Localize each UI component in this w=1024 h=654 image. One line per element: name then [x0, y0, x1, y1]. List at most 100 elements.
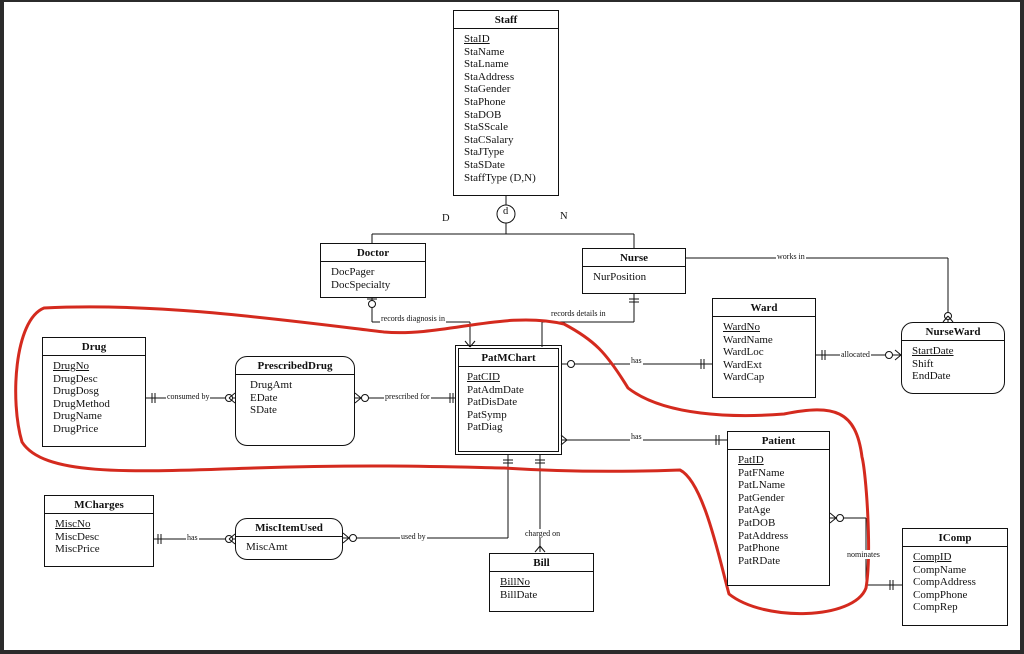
- attr-primary-key: StartDate: [912, 345, 954, 357]
- attr: StaLname: [464, 58, 509, 71]
- attr: PatSymp: [467, 408, 507, 421]
- attr: PatDOB: [738, 516, 776, 529]
- entity-doctor[interactable]: Doctor DocPager DocSpecialty: [320, 243, 426, 298]
- attr: CompName: [913, 563, 967, 576]
- rel-label-records-details-in: records details in: [550, 309, 607, 318]
- attr: PatRDate: [738, 554, 781, 567]
- attr: PatPhone: [738, 542, 780, 555]
- attr: StaJType: [464, 146, 505, 159]
- entity-staff[interactable]: Staff StaID StaName StaLname StaAddress …: [453, 10, 559, 196]
- entity-title: PrescribedDrug: [236, 357, 354, 375]
- rel-label-works-in: works in: [776, 252, 806, 261]
- attr: DrugPrice: [53, 422, 99, 435]
- attr: MiscDesc: [55, 530, 99, 543]
- attr: PatAge: [738, 504, 771, 517]
- specialization-symbol: d: [503, 206, 509, 217]
- rel-label-has-ward: has: [630, 356, 643, 365]
- attr: EDate: [250, 391, 278, 404]
- attr-primary-key: BillNo: [500, 576, 530, 588]
- attr: DrugMethod: [53, 397, 110, 410]
- entity-title: MCharges: [45, 496, 153, 514]
- entity-patmchart[interactable]: PatMChart PatCID PatAdmDate PatDisDate P…: [455, 345, 562, 455]
- attr-primary-key: MiscNo: [55, 518, 91, 530]
- entity-ward[interactable]: Ward WardNo WardName WardLoc WardExt War…: [712, 298, 816, 398]
- attr: Shift: [912, 357, 934, 370]
- rel-label-records-diagnosis-in: records diagnosis in: [380, 314, 446, 323]
- entity-nurse[interactable]: Nurse NurPosition: [582, 248, 686, 294]
- attr-primary-key: PatID: [738, 454, 764, 466]
- entity-bill[interactable]: Bill BillNo BillDate: [489, 553, 594, 612]
- attr: PatFName: [738, 466, 785, 479]
- specialization-label-d: D: [442, 213, 450, 224]
- attr: MiscPrice: [55, 543, 100, 556]
- attr: WardExt: [723, 358, 762, 371]
- annotation-highlight: [14, 305, 871, 615]
- rel-label-has-misc: has: [186, 533, 199, 542]
- entity-mcharges[interactable]: MCharges MiscNo MiscDesc MiscPrice: [44, 495, 154, 567]
- entity-title: Ward: [713, 299, 815, 317]
- attr: StaPhone: [464, 95, 506, 108]
- entity-title: PatMChart: [459, 349, 558, 367]
- rel-label-consumed-by: consumed by: [166, 392, 211, 401]
- attr: BillDate: [500, 588, 538, 601]
- entity-title: Patient: [728, 432, 829, 450]
- entity-title: Doctor: [321, 244, 425, 262]
- rel-label-allocated: allocated: [840, 350, 871, 359]
- attr: StaffType (D,N): [464, 171, 536, 184]
- attr: MiscAmt: [246, 541, 288, 553]
- attr: NurPosition: [593, 271, 647, 283]
- attr: CompRep: [913, 601, 958, 614]
- entity-miscitemused[interactable]: MiscItemUsed MiscAmt: [235, 518, 343, 560]
- attr: StaDOB: [464, 108, 502, 121]
- attr: PatGender: [738, 491, 785, 504]
- entity-title: IComp: [903, 529, 1007, 547]
- entity-patient[interactable]: Patient PatID PatFName PatLName PatGende…: [727, 431, 830, 586]
- rel-label-nominates: nominates: [846, 550, 881, 559]
- entity-title: Drug: [43, 338, 145, 356]
- attr: CompPhone: [913, 588, 968, 601]
- attr: StaName: [464, 45, 505, 58]
- entity-nurseward[interactable]: NurseWard StartDate Shift EndDate: [901, 322, 1005, 394]
- attr: PatAddress: [738, 529, 789, 542]
- attr: PatDisDate: [467, 396, 518, 409]
- attr: DrugDesc: [53, 372, 98, 385]
- attr: StaSDate: [464, 158, 505, 171]
- attr: StaCSalary: [464, 133, 514, 146]
- entity-prescribeddrug[interactable]: PrescribedDrug DrugAmt EDate SDate: [235, 356, 355, 446]
- rel-label-prescribed-for: prescribed for: [384, 392, 431, 401]
- entity-title: Staff: [454, 11, 558, 29]
- entity-drug[interactable]: Drug DrugNo DrugDesc DrugDosg DrugMethod…: [42, 337, 146, 447]
- attr: PatLName: [738, 479, 786, 492]
- attr: StaGender: [464, 83, 511, 96]
- attr-primary-key: PatCID: [467, 371, 500, 383]
- attr: CompAddress: [913, 576, 976, 589]
- attr: DocPager: [331, 266, 375, 278]
- entity-title: MiscItemUsed: [236, 519, 342, 537]
- attr: PatAdmDate: [467, 383, 524, 396]
- rel-label-has-patient: has: [630, 432, 643, 441]
- entity-title: Nurse: [583, 249, 685, 267]
- attr-primary-key: DrugNo: [53, 360, 90, 372]
- attr: StaAddress: [464, 70, 515, 83]
- attr: DrugAmt: [250, 379, 293, 391]
- attr: WardLoc: [723, 346, 764, 359]
- rel-label-charged-on: charged on: [524, 529, 562, 538]
- attr-primary-key: StaID: [464, 33, 490, 45]
- attr: StaSScale: [464, 121, 508, 134]
- attr-primary-key: WardNo: [723, 321, 760, 333]
- attr: WardCap: [723, 371, 765, 384]
- er-diagram-canvas: Staff StaID StaName StaLname StaAddress …: [4, 2, 1020, 650]
- entity-title: NurseWard: [902, 323, 1004, 341]
- attr: DocSpecialty: [331, 278, 391, 291]
- attr: PatDiag: [467, 421, 503, 434]
- attr: EndDate: [912, 370, 951, 383]
- rel-label-used-by: used by: [400, 532, 427, 541]
- entity-title: Bill: [490, 554, 593, 572]
- attr-primary-key: CompID: [913, 551, 952, 563]
- entity-icomp[interactable]: IComp CompID CompName CompAddress CompPh…: [902, 528, 1008, 626]
- attr: DrugDosg: [53, 385, 99, 398]
- attr: DrugName: [53, 410, 102, 423]
- specialization-label-n: N: [560, 211, 568, 222]
- attr: SDate: [250, 404, 277, 417]
- attr: WardName: [723, 333, 773, 346]
